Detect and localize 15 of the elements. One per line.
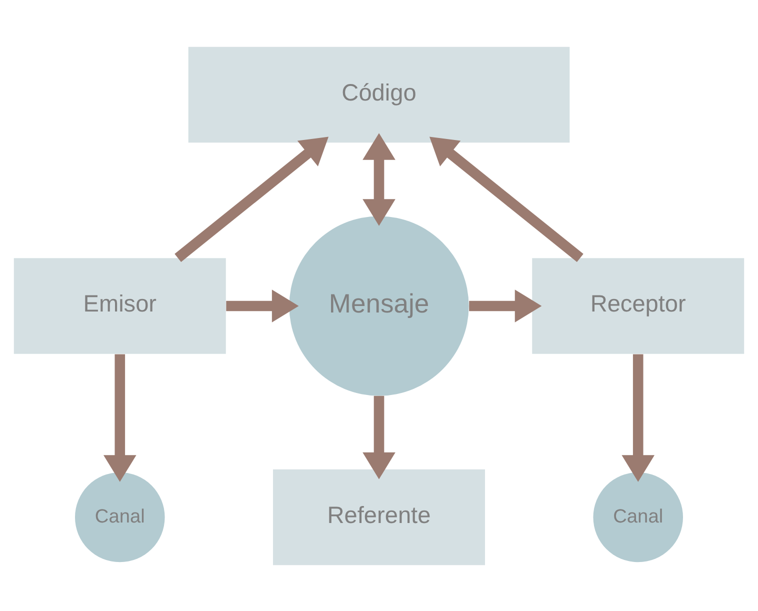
node-circle: Canal [593, 472, 684, 562]
arrow [226, 289, 299, 322]
node-box: Receptor [532, 258, 744, 354]
arrow [622, 354, 655, 482]
node-circle: Canal [74, 472, 165, 562]
arrow [103, 354, 136, 482]
arrow [362, 395, 396, 479]
node-box: Emisor [14, 258, 226, 354]
node-box: Referente [273, 468, 485, 565]
node-circle: Mensaje [289, 216, 469, 396]
arrow [469, 289, 542, 322]
arrow [174, 136, 329, 262]
node-box: Código [188, 46, 570, 142]
arrow [429, 136, 584, 262]
arrow [362, 132, 396, 226]
